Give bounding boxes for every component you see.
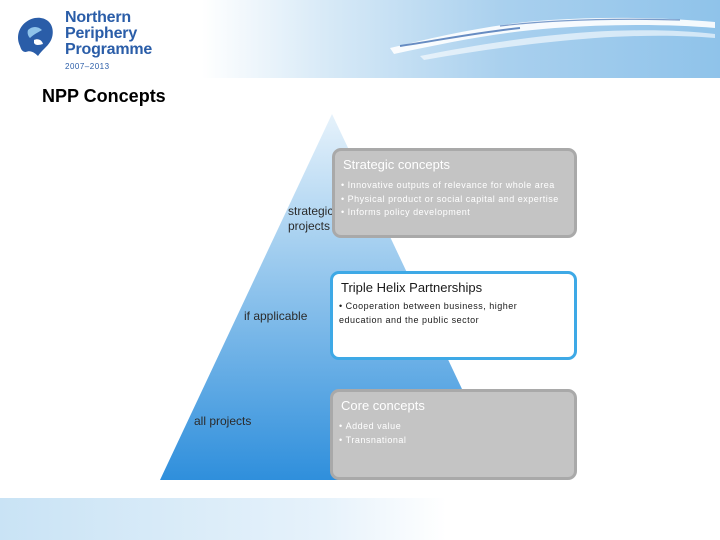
bullet-item: Informs policy development	[341, 206, 559, 220]
level-1-side-label: strategic projects	[288, 204, 333, 234]
level-1-side-label-line-2: projects	[288, 219, 333, 234]
core-concepts-box: Core concepts Added value Transnational	[330, 389, 577, 480]
bullet-item: Physical product or social capital and e…	[341, 193, 559, 207]
core-concepts-bullets: Added value Transnational	[339, 420, 406, 447]
bullet-item: Cooperation between business, higher edu…	[339, 300, 549, 327]
level-2-side-label-line-1: if applicable	[244, 309, 307, 324]
strategic-concepts-bullets: Innovative outputs of relevance for whol…	[341, 179, 559, 220]
core-concepts-title: Core concepts	[341, 398, 425, 413]
triple-helix-box: Triple Helix Partnerships Cooperation be…	[330, 271, 577, 360]
bullet-item: Added value	[339, 420, 406, 434]
bullet-item: Innovative outputs of relevance for whol…	[341, 179, 559, 193]
bullet-item: Transnational	[339, 434, 406, 448]
level-3-side-label: all projects	[194, 414, 251, 429]
strategic-concepts-title: Strategic concepts	[343, 157, 450, 172]
triple-helix-title: Triple Helix Partnerships	[341, 280, 482, 295]
level-1-side-label-line-1: strategic	[288, 204, 333, 219]
strategic-concepts-box: Strategic concepts Innovative outputs of…	[332, 148, 577, 238]
level-2-side-label: if applicable	[244, 309, 307, 324]
level-3-side-label-line-1: all projects	[194, 414, 251, 429]
triple-helix-bullets: Cooperation between business, higher edu…	[339, 300, 549, 327]
